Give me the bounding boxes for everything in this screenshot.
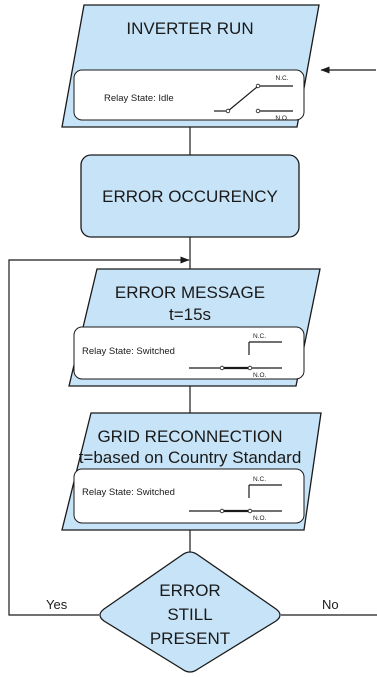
error-still-present-diamond [99,551,281,673]
grid-reconnection-no-label: N.O. [253,515,267,522]
yes-loop-arrow [8,256,190,616]
relay-idle-icon [214,83,293,114]
error-message-block: ERROR MESSAGE t=15s Relay State: Switche… [68,268,321,387]
error-message-nc-label: N.C. [253,333,266,340]
inverter-run-relay-label: Relay State: Idle [104,93,174,104]
grid-reconnection-relay-panel [73,468,305,524]
error-message-subtitle: t=15s [169,305,211,324]
relay-switched-icon [189,484,282,514]
error-message-no-label: N.O. [253,372,267,379]
relay-switched-icon [189,341,282,371]
inverter-run-no-label: N.O. [275,115,289,122]
grid-reconnection-subtitle: t=based on Country Standard [79,448,302,467]
inverter-run-relay-panel [73,69,305,121]
decision-no-label: No [322,597,339,612]
error-occurency-box [80,154,300,238]
inverter-run-block: INVERTER RUN Relay State: Idle N.C. N.O. [61,4,320,128]
error-message-relay-label: Relay State: Switched [82,346,175,357]
decision-yes-label: Yes [46,597,68,612]
error-occurency-title: ERROR OCCURENCY [102,187,278,206]
error-message-relay-panel [73,326,305,380]
decision-text-line1: ERROR [159,581,220,600]
grid-reconnection-relay-label: Relay State: Switched [82,487,175,498]
grid-reconnection-block: GRID RECONNECTION t=based on Country Sta… [61,412,322,531]
grid-reconnection-title: GRID RECONNECTION [97,427,282,446]
decision-text-line3: PRESENT [150,629,230,648]
error-message-title: ERROR MESSAGE [115,283,265,302]
decision-text-line2: STILL [167,605,212,624]
inverter-run-title: INVERTER RUN [126,19,253,38]
error-occurency-block: ERROR OCCURENCY [80,154,300,238]
inverter-run-nc-label: N.C. [276,75,289,82]
grid-reconnection-nc-label: N.C. [253,476,266,483]
decision-block: ERROR STILL PRESENT Yes No [46,551,339,673]
